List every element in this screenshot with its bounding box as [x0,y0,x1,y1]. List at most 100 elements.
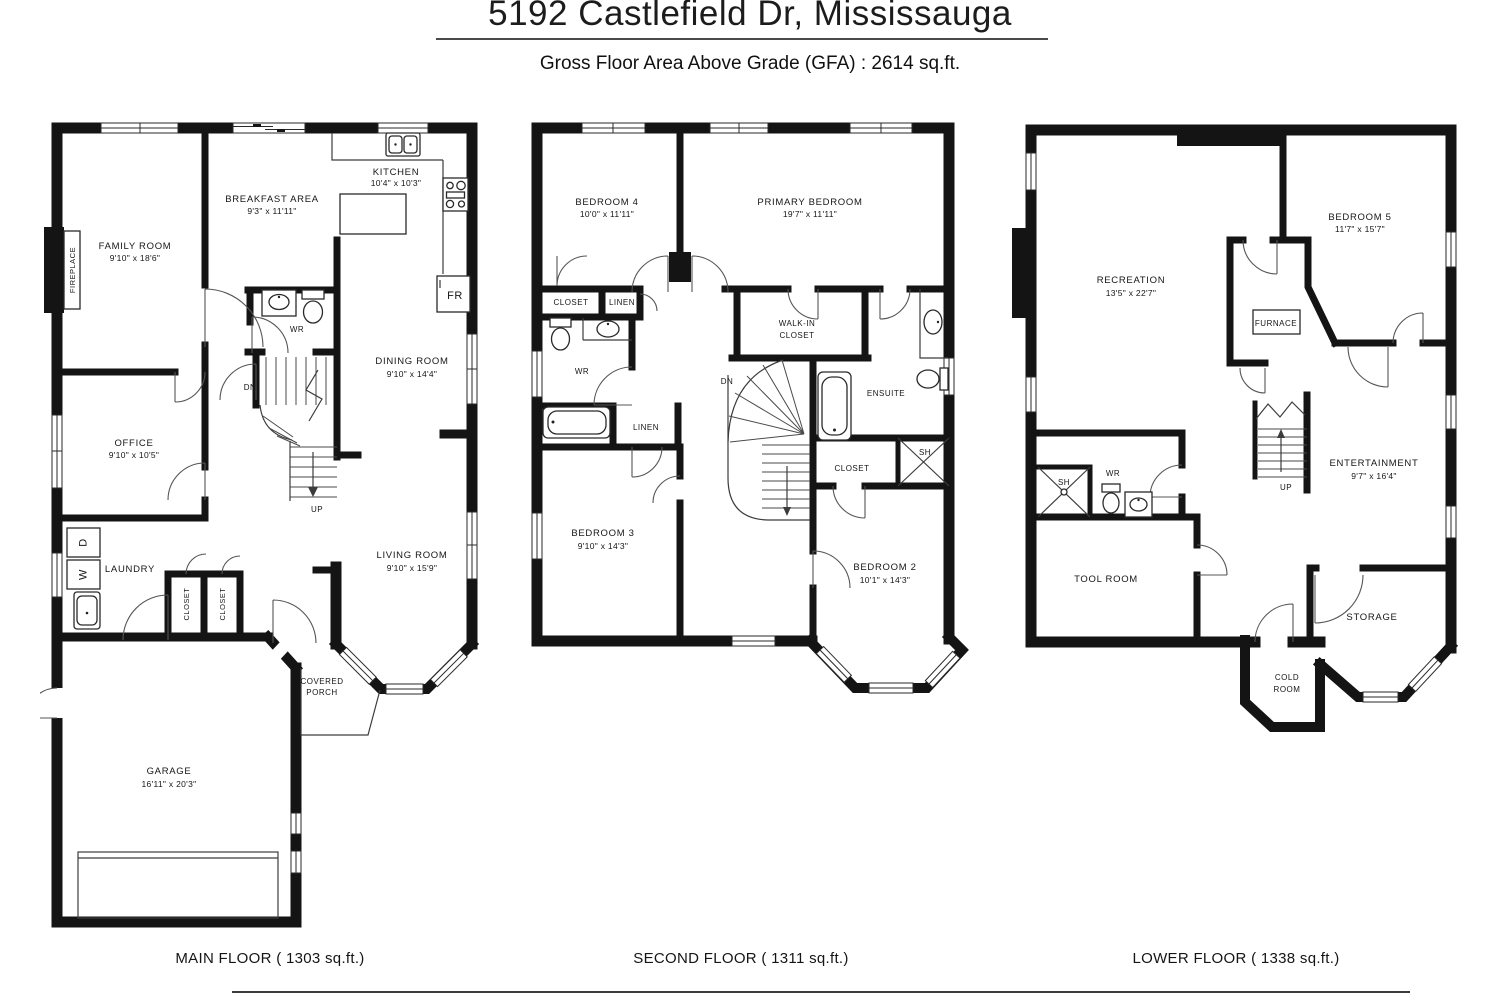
main-floor-caption: MAIN FLOOR ( 1303 sq.ft.) [175,950,365,967]
svg-text:9'10" x 14'3": 9'10" x 14'3" [578,541,629,551]
furnace-label: FURNACE [1255,319,1297,328]
stairs-up-label: UP [1280,483,1292,492]
second-fixtures [542,289,950,487]
svg-text:9'10" x 14'4": 9'10" x 14'4" [387,369,438,379]
room-label-family: FAMILY ROOM [99,241,172,252]
closet-label-a: CLOSET [182,587,191,620]
svg-text:10'0" x 11'11": 10'0" x 11'11" [580,209,634,219]
furnace-box: FURNACE [1252,309,1301,335]
lower-stairs [1255,401,1307,478]
lower-windows [1025,152,1457,703]
room-label-dining: DINING ROOM [375,356,448,367]
kitchen-sink-icon [385,132,421,157]
washer-label: W [78,569,90,580]
main-windows [51,122,478,874]
shower-label: SH [1058,478,1070,487]
second-stairs [727,359,810,521]
bottom-rule [232,991,1410,993]
porch-outline [300,668,381,736]
toilet-icon [549,317,572,351]
sink-icon [1124,491,1153,518]
svg-text:10'4" x 10'3": 10'4" x 10'3" [371,178,422,188]
lower-fixtures: FURNACE [1037,309,1301,518]
main-stairs [259,357,337,501]
svg-text:9'7" x 16'4": 9'7" x 16'4" [1351,471,1397,481]
room-label-primary: PRIMARY BEDROOM [757,197,862,208]
dryer-icon: D [66,527,101,558]
page-subtitle: Gross Floor Area Above Grade (GFA) : 261… [539,53,961,74]
stairs-up-label: UP [311,505,323,514]
room-label-entertainment: ENTERTAINMENT [1330,458,1419,469]
second-doors [556,255,911,589]
closet-label: CLOSET [553,298,588,307]
room-label-recreation: RECREATION [1097,275,1166,286]
fireplace-label: FIREPLACE [68,247,77,293]
fridge-label: FR [447,290,463,302]
room-label-laundry: LAUNDRY [105,564,155,575]
svg-text:10'1" x 14'3": 10'1" x 14'3" [860,575,911,585]
room-label-bedroom5: BEDROOM 5 [1328,212,1391,223]
second-interior-walls [533,124,953,645]
room-label-kitchen: KITCHEN [373,167,420,178]
shower-icon [897,437,950,487]
ensuite-label: ENSUITE [867,389,905,398]
stove-icon [442,177,469,212]
room-label-office: OFFICE [114,438,153,449]
svg-text:9'10" x 18'6": 9'10" x 18'6" [110,253,161,263]
svg-text:13'5" x 22'7": 13'5" x 22'7" [1106,288,1157,298]
patio-door [232,122,306,134]
closet-label-b: CLOSET [218,587,227,620]
toilet-icon [1101,483,1121,514]
room-label-garage: GARAGE [147,766,192,777]
main-interior-walls [56,124,477,641]
wr-label: WR [575,367,589,376]
dryer-label: D [78,538,90,546]
bathtub-icon [542,406,611,439]
wr-toilet-icon [301,289,325,324]
walkin-label: WALK-IN [779,319,816,328]
lower-floor-plan: FURNACE RECREATION 13'5" x 22'7" BEDROOM… [1012,124,1459,732]
kitchen-island [339,193,407,235]
room-label-breakfast: BREAKFAST AREA [225,194,319,205]
second-room-labels: BEDROOM 4 10'0" x 11'11" PRIMARY BEDROOM… [553,197,931,585]
room-label-porch: COVERED [300,677,343,686]
svg-text:9'10" x 15'9": 9'10" x 15'9" [387,563,438,573]
main-floor-plan: FIREPLACE [40,122,480,928]
linen-label-a: LINEN [609,298,635,307]
closet-label-b2: CLOSET [834,464,869,473]
second-windows [531,122,961,694]
washer-icon: W [66,559,101,590]
linen-label-b: LINEN [633,423,659,432]
room-label-wr: WR [290,325,304,334]
lower-doors [1149,239,1424,643]
room-label-bedroom2: BEDROOM 2 [853,562,916,573]
room-label-storage: STORAGE [1346,612,1397,623]
shower-label: SH [919,448,931,457]
svg-text:16'11" x 20'3": 16'11" x 20'3" [142,779,197,789]
fireplace-icon: FIREPLACE [44,227,81,313]
svg-text:9'3" x 11'11": 9'3" x 11'11" [247,206,296,216]
room-label-cold: COLD [1275,673,1299,682]
lower-room-labels: RECREATION 13'5" x 22'7" BEDROOM 5 11'7"… [1058,212,1419,694]
title-underline [436,38,1048,40]
stairs-dn-label: DN [721,377,734,386]
svg-text:9'10" x 10'5": 9'10" x 10'5" [109,450,160,460]
svg-text:CLOSET: CLOSET [779,331,814,340]
fridge-box: FR [436,275,471,313]
svg-text:ROOM: ROOM [1274,685,1301,694]
svg-text:11'7" x 15'7": 11'7" x 15'7" [1335,224,1385,234]
room-label-bedroom3: BEDROOM 3 [571,528,634,539]
shower-icon [1037,466,1091,518]
wr-label: WR [1106,469,1120,478]
svg-text:19'7" x 11'11": 19'7" x 11'11" [783,209,837,219]
ensuite-bathtub-icon [817,371,852,441]
lower-floor-caption: LOWER FLOOR ( 1338 sq.ft.) [1132,950,1340,967]
room-label-bedroom4: BEDROOM 4 [575,197,638,208]
second-floor-plan: BEDROOM 4 10'0" x 11'11" PRIMARY BEDROOM… [531,122,969,694]
wr-sink-icon [261,289,297,317]
room-label-tool: TOOL ROOM [1074,574,1138,585]
laundry-sink-icon [73,591,101,630]
stairs-dn-label: DN [244,383,257,392]
ensuite-toilet-icon [916,367,949,391]
